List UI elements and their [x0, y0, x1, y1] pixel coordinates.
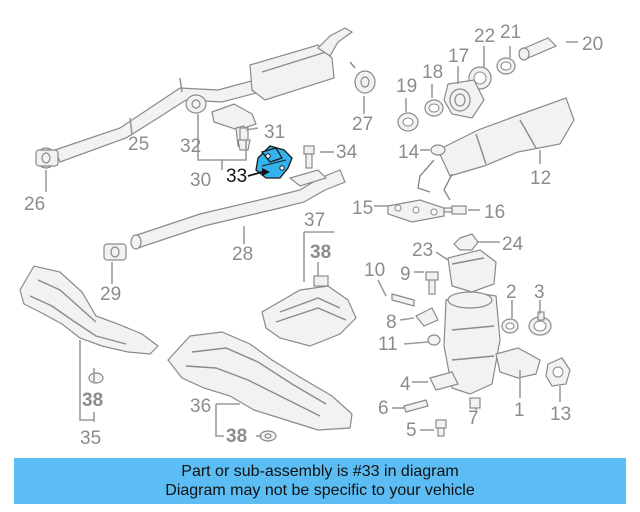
pipe-clamp-29 [103, 243, 127, 261]
hanger-27 [349, 61, 376, 94]
callout-26: 26 [24, 194, 45, 215]
callout-32: 32 [180, 136, 201, 157]
leader-lines [45, 41, 578, 437]
callout-1: 1 [514, 400, 525, 421]
callout-4: 4 [400, 374, 411, 395]
callout-35: 35 [80, 428, 101, 449]
stud-10 [391, 293, 415, 307]
callout-29: 29 [100, 284, 121, 305]
callout-37: 37 [304, 210, 325, 231]
heat-shield-37 [261, 275, 357, 347]
gasket-14 [430, 144, 446, 156]
bracket-4 [429, 371, 459, 391]
callout-38-b: 38 [310, 242, 331, 263]
catalytic-converter-12 [417, 97, 575, 201]
callout-27: 27 [352, 114, 373, 135]
gasket-18 [424, 99, 444, 117]
part-33-bracket[interactable] [255, 145, 293, 179]
callout-22: 22 [474, 26, 495, 47]
pipe-20 [518, 37, 558, 61]
callout-24: 24 [502, 234, 524, 255]
callout-8: 8 [386, 312, 397, 333]
callout-30: 30 [190, 170, 211, 191]
callout-numbers: 25 26 32 30 31 34 27 33 28 29 37 38 38 3… [24, 22, 603, 449]
callout-2: 2 [506, 282, 517, 303]
callout-16: 16 [484, 202, 505, 223]
gasket-13 [545, 357, 571, 387]
part-info-banner: Part or sub-assembly is #33 in diagram D… [14, 458, 626, 504]
bolt-9 [425, 271, 439, 295]
bolt-5 [435, 419, 447, 437]
callout-38-a: 38 [82, 390, 103, 411]
callout-9: 9 [400, 264, 411, 285]
sensor-8 [415, 307, 439, 327]
callout-25: 25 [128, 134, 149, 155]
bolt-16 [443, 205, 467, 215]
exhaust-parts-diagram: 25 26 32 30 31 34 27 33 28 29 37 38 38 3… [19, 22, 603, 449]
callout-18: 18 [422, 62, 443, 83]
callout-10: 10 [364, 260, 385, 281]
pipe-clamp-26 [35, 147, 59, 169]
callout-38-c: 38 [226, 426, 247, 447]
sensor-2 [501, 318, 519, 334]
callout-3: 3 [534, 282, 545, 303]
particulate-filter-1 [443, 291, 541, 395]
nut-38-a [88, 372, 104, 384]
hanger-32 [185, 94, 207, 114]
callout-12: 12 [530, 168, 551, 189]
callout-23: 23 [412, 240, 433, 261]
bolt-7 [469, 397, 481, 409]
bolt-31 [237, 127, 251, 151]
stud-6 [403, 399, 429, 413]
heat-shield-23 [447, 249, 497, 293]
callout-7: 7 [468, 408, 479, 429]
callout-19: 19 [396, 76, 417, 97]
callout-11: 11 [378, 334, 398, 355]
nut-38-c [259, 430, 277, 442]
clamp-19 [397, 112, 419, 132]
callout-36: 36 [190, 396, 211, 417]
banner-line-disclaimer: Diagram may not be specific to your vehi… [165, 482, 475, 499]
callout-14: 14 [398, 142, 420, 163]
callout-5: 5 [406, 420, 417, 441]
callout-20: 20 [582, 34, 603, 55]
callout-17: 17 [448, 46, 469, 67]
callout-15: 15 [352, 198, 373, 219]
manifold-gasket-15 [387, 199, 445, 223]
banner-line-part: Part or sub-assembly is #33 in diagram [181, 463, 459, 480]
callout-33[interactable]: 33 [226, 166, 247, 187]
callout-13: 13 [550, 404, 571, 425]
callout-31: 31 [264, 122, 285, 143]
plug-11 [427, 334, 441, 346]
bolt-34 [303, 145, 315, 169]
front-exhaust-pipe [130, 169, 346, 250]
egr-valve-17 [443, 79, 485, 119]
heat-shield-36 [167, 331, 353, 431]
callout-6: 6 [378, 398, 389, 419]
clamp-3 [528, 311, 552, 336]
callout-28: 28 [232, 244, 253, 265]
gasket-21 [496, 57, 516, 75]
callout-21: 21 [500, 22, 521, 43]
callout-34: 34 [336, 142, 358, 163]
rear-exhaust-pipe [54, 27, 354, 163]
heat-shield-35 [19, 265, 159, 355]
nut-24 [453, 233, 479, 251]
